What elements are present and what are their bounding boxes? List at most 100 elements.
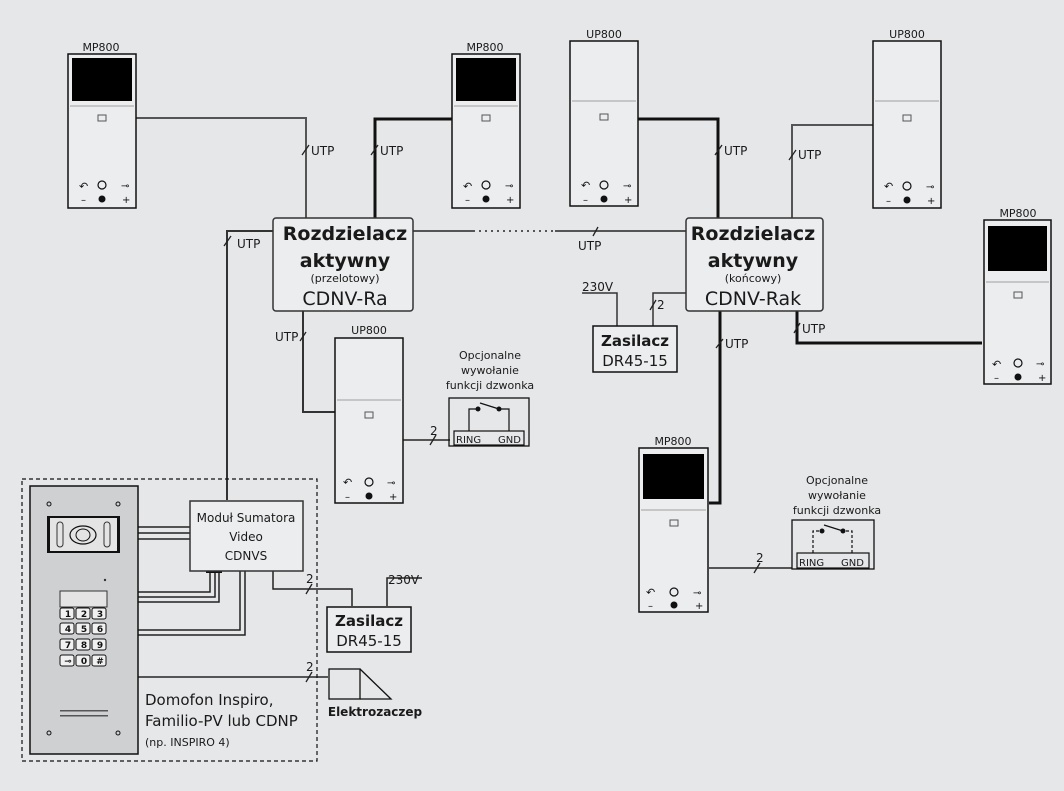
person-icon [670,601,678,609]
monitor-mp800: MP800 ↶ ⊸ – + [451,41,521,209]
splitter-model: CDNV-Rak [705,288,801,310]
monitor-screen [72,58,132,101]
talk-button-icon [481,180,491,190]
utp-label: UTP [802,322,825,336]
card-icon [902,114,912,122]
talk-button-icon [669,587,679,597]
splitter-title: Rozdzielacz [691,223,815,245]
switch-contact-icon [475,406,481,412]
minus-button: – [886,196,891,207]
keypad-key-label: 9 [97,641,103,651]
door-station-caption: Domofon Inspiro, [145,691,273,709]
keypad-key-label: 5 [81,625,87,635]
splitter-subtitle: aktywny [300,250,391,272]
plus-button: + [1038,373,1046,384]
splitter-cdnv-ra: Rozdzielacz aktywny (przelotowy) CDNV-Ra [272,217,414,312]
wires [136,117,982,678]
minus-button: – [465,195,470,206]
device-label: MP800 [82,41,119,54]
keypad-key [75,607,91,620]
camera-lens-icon [69,525,97,545]
psu-title: Zasilacz [601,332,669,350]
keypad-key-label: 8 [81,641,87,651]
device-label: MP800 [466,41,503,54]
power-supply-right: Zasilacz DR45-15 [592,325,678,373]
person-icon [1014,373,1022,381]
keypad-key [75,638,91,651]
card-icon [669,519,679,527]
device-label: UP800 [351,324,387,337]
keypad-key-label: # [96,657,104,667]
intercom-up800: UP800 ↶ ⊸ – + [334,324,404,504]
electric-lock: Elektrozaczep [328,668,423,719]
handset-icon: ↶ [343,476,352,489]
handset-icon: ↶ [992,358,1001,371]
person-icon [98,195,106,203]
keypad-key [59,607,75,620]
gnd-terminal-label: GND [498,435,521,446]
bell-caption: Opcjonalne [459,349,521,362]
door-station-example: (np. INSPIRO 4) [145,736,230,749]
power-supply-left: Zasilacz DR45-15 [326,606,412,653]
utp-label: UTP [237,237,260,251]
switch-lever-icon [823,524,844,532]
switch-contact-icon [819,528,825,534]
monitor-mp800: MP800 ↶ ⊸ – + [983,207,1052,385]
keypad-key [75,654,91,667]
bell-caption: wywołanie [461,364,519,377]
device-label: MP800 [654,435,691,448]
handset-icon: ↶ [646,586,655,599]
keypad-key [59,638,75,651]
monitor-mp800: MP800 ↶ ⊸ – + [638,435,709,613]
wire-count-label: 2 [657,298,665,312]
keypad-key-label: 0 [81,657,87,667]
gnd-terminal-label: GND [841,558,864,569]
device-label: UP800 [586,28,622,41]
utp-label: UTP [724,144,747,158]
video-summator-module: Moduł Sumatora Video CDNVS [189,500,304,572]
utp-label: UTP [798,148,821,162]
ring-terminal-label: RING [456,435,481,446]
keypad-key [59,622,75,635]
keypad-key [91,622,107,635]
keypad-key-label: 7 [65,641,71,651]
plus-button: + [695,601,703,612]
talk-button-icon [364,477,374,487]
psu-model: DR45-15 [602,352,668,370]
lock-label: Elektrozaczep [328,705,423,719]
monitor-mp800: MP800 ↶ ⊸ – + [67,41,137,209]
keypad-key [91,654,107,667]
key-icon: ⊸ [505,181,513,192]
module-title: Moduł Sumatora [197,511,296,525]
splitter-model: CDNV-Ra [302,288,387,310]
splitter-type: (końcowy) [725,272,782,285]
utp-label: UTP [311,144,334,158]
person-icon [903,196,911,204]
device-label: UP800 [889,28,925,41]
lock-icon [328,668,361,700]
plus-button: + [624,195,632,206]
person-icon [365,492,373,500]
key-icon: ⊸ [623,181,631,192]
key-icon: ⊸ [926,182,934,193]
door-station-caption: Familio-PV lub CDNP [145,712,298,730]
keypad-key [91,607,107,620]
230v-label: 230V [388,573,420,587]
key-icon: ⊸ [121,181,129,192]
talk-button-icon [1013,358,1023,368]
keypad-key-label: 4 [65,625,71,635]
key-icon: ⊸ [1036,359,1044,370]
cable-ticks [223,144,801,683]
bell-caption: funkcji dzwonka [793,504,881,517]
person-icon [482,195,490,203]
talk-button-icon [97,180,107,190]
wire-count-label: 2 [306,572,314,586]
bell-function-left: Opcjonalne wywołanie funkcji dzwonka RIN… [446,349,534,447]
minus-button: – [994,373,999,384]
ring-terminal-label: RING [799,558,824,569]
keypad-key-label: ⊸ [64,657,72,667]
keypad-key-label: 2 [81,610,87,620]
